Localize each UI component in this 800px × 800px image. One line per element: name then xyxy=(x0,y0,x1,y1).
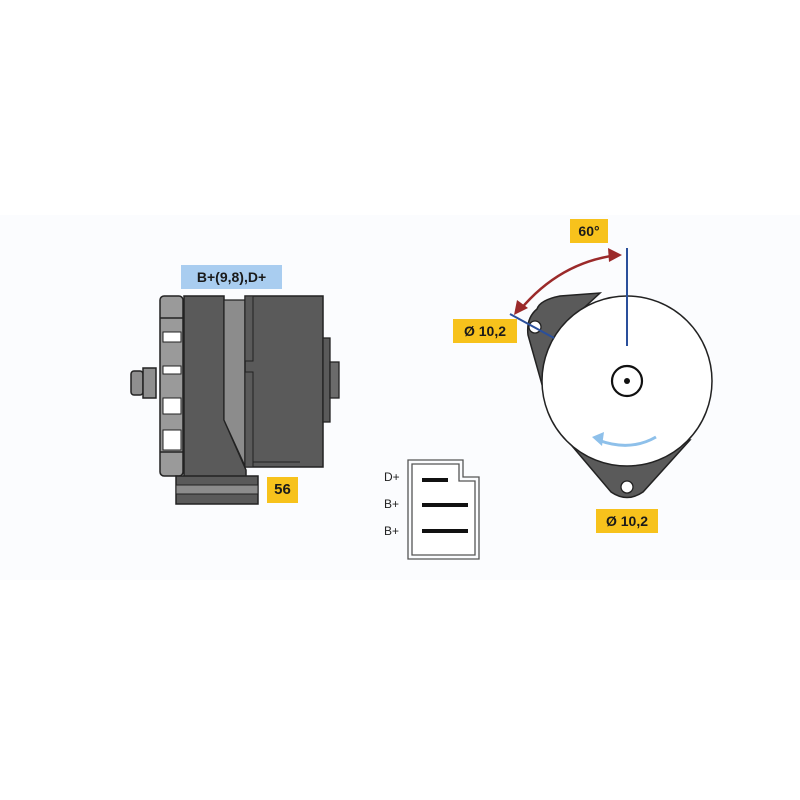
lower-hole-diameter-label: Ø 10,2 xyxy=(596,509,658,533)
side-view xyxy=(130,295,340,505)
angle-label: 60° xyxy=(570,219,608,243)
front-view xyxy=(509,248,713,499)
terminal-label: B+(9,8),D+ xyxy=(181,265,282,289)
dimension-label-56: 56 xyxy=(267,477,298,503)
connector-pin-label-b-plus-2: B+ xyxy=(384,524,400,538)
connector-pin-label-b-plus-1: B+ xyxy=(384,497,400,511)
connector-diagram xyxy=(407,459,480,560)
connector-pin-label-d-plus: D+ xyxy=(384,470,400,484)
upper-hole-diameter-label: Ø 10,2 xyxy=(453,319,517,343)
